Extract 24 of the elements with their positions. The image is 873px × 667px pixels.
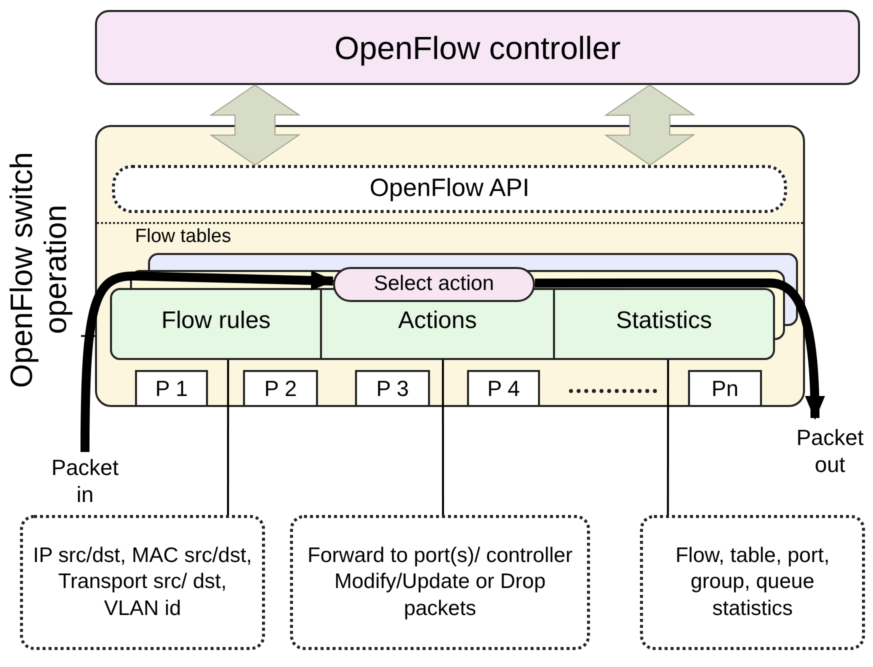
note-box: Flow, table, port, group, queue statistics: [640, 515, 865, 650]
double-arrow: [604, 84, 696, 166]
flow-label: Packet in: [45, 452, 125, 510]
connector-line: [227, 360, 230, 515]
connector-line: [442, 360, 444, 515]
connector-line: [666, 360, 670, 515]
port-box: P 3: [355, 370, 430, 407]
note-box: Forward to port(s)/ controller Modify/Update or Drop packets: [290, 515, 590, 650]
port-box: Pn: [688, 370, 762, 407]
port-box: P 1: [135, 370, 208, 407]
select-action-pill: Select action: [333, 267, 535, 302]
double-arrow: [209, 84, 301, 166]
curved-arrow: [535, 278, 825, 420]
panel-heading: OpenFlow switch operation: [5, 150, 74, 390]
curved-arrow: [80, 270, 335, 452]
port-box: P 2: [243, 370, 318, 407]
controller-box: OpenFlow controller: [95, 10, 860, 85]
table-column: Statistics: [555, 288, 775, 360]
note-box: IP src/dst, MAC src/dst, Transport src/ dst, VLAN id: [20, 515, 265, 650]
flow-label: Packet out: [790, 418, 870, 484]
api-box: OpenFlow API: [112, 165, 787, 213]
table-heading: Flow tables: [135, 226, 232, 248]
table-column: Flow rules: [110, 288, 322, 360]
port-box: P 4: [467, 370, 540, 407]
